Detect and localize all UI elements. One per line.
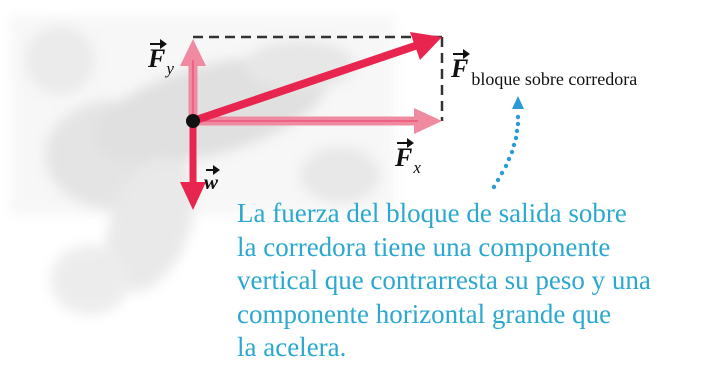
caption-line: La fuerza del bloque de salida sobre: [237, 198, 627, 228]
fy-symbol: F: [148, 39, 168, 73]
fx-subscript: x: [413, 158, 421, 177]
caption: La fuerza del bloque de salida sobre la …: [237, 197, 707, 365]
f-bloque-symbol: F: [451, 49, 471, 83]
origin-point: [186, 114, 200, 128]
fx-symbol: F: [395, 138, 415, 172]
fy-label: Fy: [148, 39, 174, 77]
fy-vector: [180, 39, 206, 120]
dotted-pointer-arrow: [491, 96, 524, 190]
fy-subscript: y: [166, 59, 174, 78]
w-label: w: [204, 165, 221, 194]
w-vector: [180, 121, 206, 210]
f-bloque-vector: [191, 32, 442, 125]
caption-line: vertical que contrarresta su peso y una: [237, 265, 651, 296]
runner-silhouette-image: [10, 15, 395, 315]
caption-line: la corredora tiene una componente: [237, 231, 611, 262]
caption-line: componente horizontal grande que: [237, 298, 612, 329]
fx-label: Fx: [395, 138, 421, 176]
caption-line: la acelera.: [237, 332, 347, 363]
w-symbol: w: [204, 165, 221, 194]
fx-vector: [193, 108, 442, 134]
f-bloque-subscript: bloque sobre corredora: [471, 69, 638, 89]
